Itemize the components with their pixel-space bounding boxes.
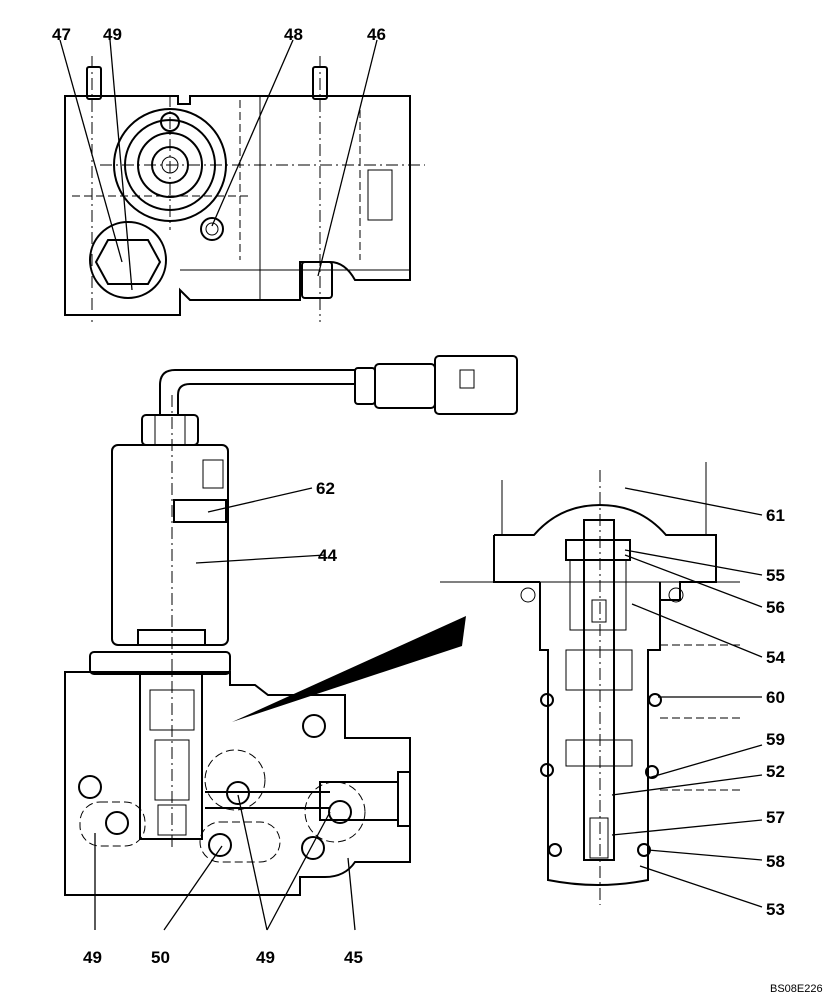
callout-49-bottom-left: 49 (83, 948, 102, 967)
leader-lines (59, 39, 763, 931)
callout-49-bottom-center: 49 (256, 948, 275, 967)
callout-54: 54 (766, 648, 785, 667)
callout-46: 46 (367, 25, 386, 44)
top-view (64, 56, 425, 322)
callout-59: 59 (766, 730, 785, 749)
callout-labels: 47 49 48 46 62 44 61 55 56 54 60 59 52 5… (52, 25, 785, 967)
callout-49-top: 49 (103, 25, 122, 44)
callout-62: 62 (316, 479, 335, 498)
callout-52: 52 (766, 762, 785, 781)
callout-58: 58 (766, 852, 785, 871)
callout-53: 53 (766, 900, 785, 919)
callout-45: 45 (344, 948, 363, 967)
callout-44: 44 (318, 546, 337, 565)
callout-50: 50 (151, 948, 170, 967)
callout-48: 48 (284, 25, 303, 44)
callout-61: 61 (766, 506, 785, 525)
callout-47: 47 (52, 25, 71, 44)
drawing-code: BS08E226 (770, 983, 823, 995)
solenoid-valve-assembly (64, 355, 518, 896)
callout-57: 57 (766, 808, 785, 827)
callout-56: 56 (766, 598, 785, 617)
cartridge-section-detail (440, 462, 740, 905)
callout-60: 60 (766, 688, 785, 707)
callout-55: 55 (766, 566, 785, 585)
